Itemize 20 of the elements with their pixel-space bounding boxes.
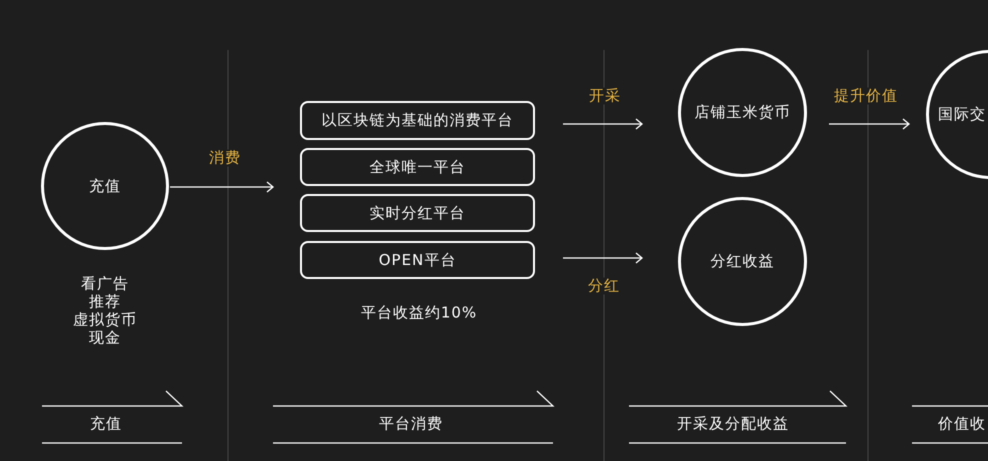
circle-node: 店铺玉米货币 — [678, 48, 807, 177]
process-box: OPEN平台 — [300, 241, 535, 279]
process-box: 以区块链为基础的消费平台 — [300, 101, 535, 140]
arrow — [563, 252, 643, 264]
caption-text: 看广告 — [81, 276, 129, 292]
caption-text: 推荐 — [89, 294, 121, 310]
caption-text: 虚拟货币 — [73, 312, 137, 328]
arrow — [170, 181, 274, 193]
process-box: 全球唯一平台 — [300, 148, 535, 186]
caption-text: 现金 — [89, 330, 121, 346]
arrow — [829, 118, 910, 130]
section-label: 充值 — [90, 416, 122, 432]
process-box: 实时分红平台 — [300, 194, 535, 232]
section-label: 价值收 — [938, 416, 986, 432]
note-text: 平台收益约10% — [360, 306, 478, 320]
arrow — [563, 118, 643, 130]
circle-node: 充值 — [41, 122, 169, 250]
circle-node: 分红收益 — [678, 197, 807, 326]
section-label: 开采及分配收益 — [677, 416, 789, 432]
section-label: 平台消费 — [379, 416, 443, 432]
